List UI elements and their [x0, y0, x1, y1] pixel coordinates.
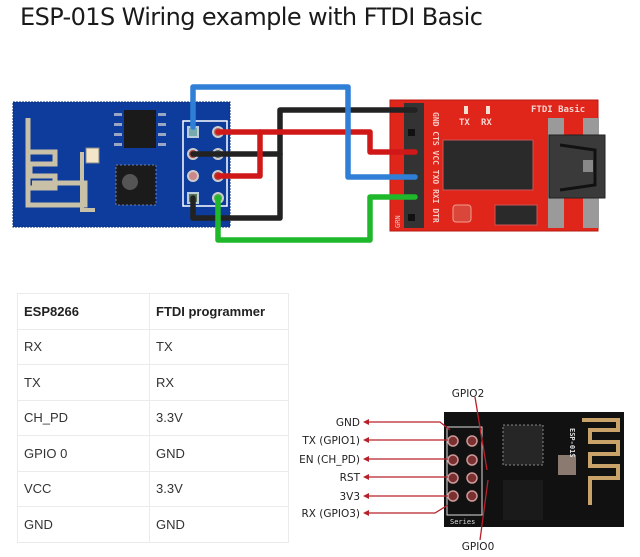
pin-label-en: EN (CH_PD) [299, 454, 360, 466]
led [85, 147, 100, 164]
pin-label-gpio2: GPIO2 [452, 388, 485, 400]
pin-label-tx: TX (GPIO1) [301, 435, 360, 447]
ftdi-board: GND CTS VCC TXO RXI DTR GRN TX RX FTDI B… [389, 99, 606, 232]
table-cell: GND [149, 435, 289, 472]
table-cell: CH_PD [17, 399, 150, 436]
pin-label-3v3: 3V3 [339, 491, 360, 503]
table-cell: 3.3V [149, 399, 289, 436]
ftdi-board-label: FTDI Basic [531, 104, 585, 115]
pin-label-rst: RST [340, 472, 361, 484]
wire-black [190, 107, 418, 221]
pinout-arrows [367, 396, 489, 541]
table-cell: TX [149, 328, 289, 365]
wire-blue [190, 84, 418, 180]
table-cell: 3.3V [149, 470, 289, 507]
table-header-row: ESP8266 FTDI programmer [17, 293, 289, 330]
esp-board [12, 101, 231, 228]
table-header-esp8266: ESP8266 [17, 293, 150, 330]
table-cell: GND [17, 506, 150, 543]
ftdi-led-rx: RX [481, 118, 492, 128]
table-cell: VCC [17, 470, 150, 507]
ftdi-pin-labels: GND CTS VCC TXO RXI DTR [431, 112, 440, 223]
pin-label-gpio0: GPIO0 [462, 541, 495, 553]
wire-red-2 [215, 129, 263, 179]
module-series-label: Series [450, 518, 475, 526]
table-cell: RX [17, 328, 150, 365]
ftdi-side-label-grn: GRN [394, 215, 402, 228]
wire-red [215, 129, 418, 155]
wires [190, 84, 418, 243]
module-board-label: ESP-01S [568, 428, 576, 458]
table-cell: RX [149, 364, 289, 401]
ftdi-led-tx: TX [459, 118, 470, 128]
esp-header [182, 120, 228, 207]
ftdi-header [404, 103, 424, 228]
pin-label-gnd: GND [336, 417, 360, 429]
wire-green [215, 194, 418, 243]
table-header-ftdi: FTDI programmer [149, 293, 289, 330]
table-cell: TX [17, 364, 150, 401]
ftdi-chip [442, 139, 534, 191]
table-cell: GND [149, 506, 289, 543]
table-cell: GPIO 0 [17, 435, 150, 472]
pin-label-rx: RX (GPIO3) [301, 508, 360, 520]
page-title: ESP-01S Wiring example with FTDI Basic [20, 3, 483, 31]
flash-chip [124, 110, 156, 148]
esp01s-pinout: ESP-01S Series [444, 412, 624, 527]
